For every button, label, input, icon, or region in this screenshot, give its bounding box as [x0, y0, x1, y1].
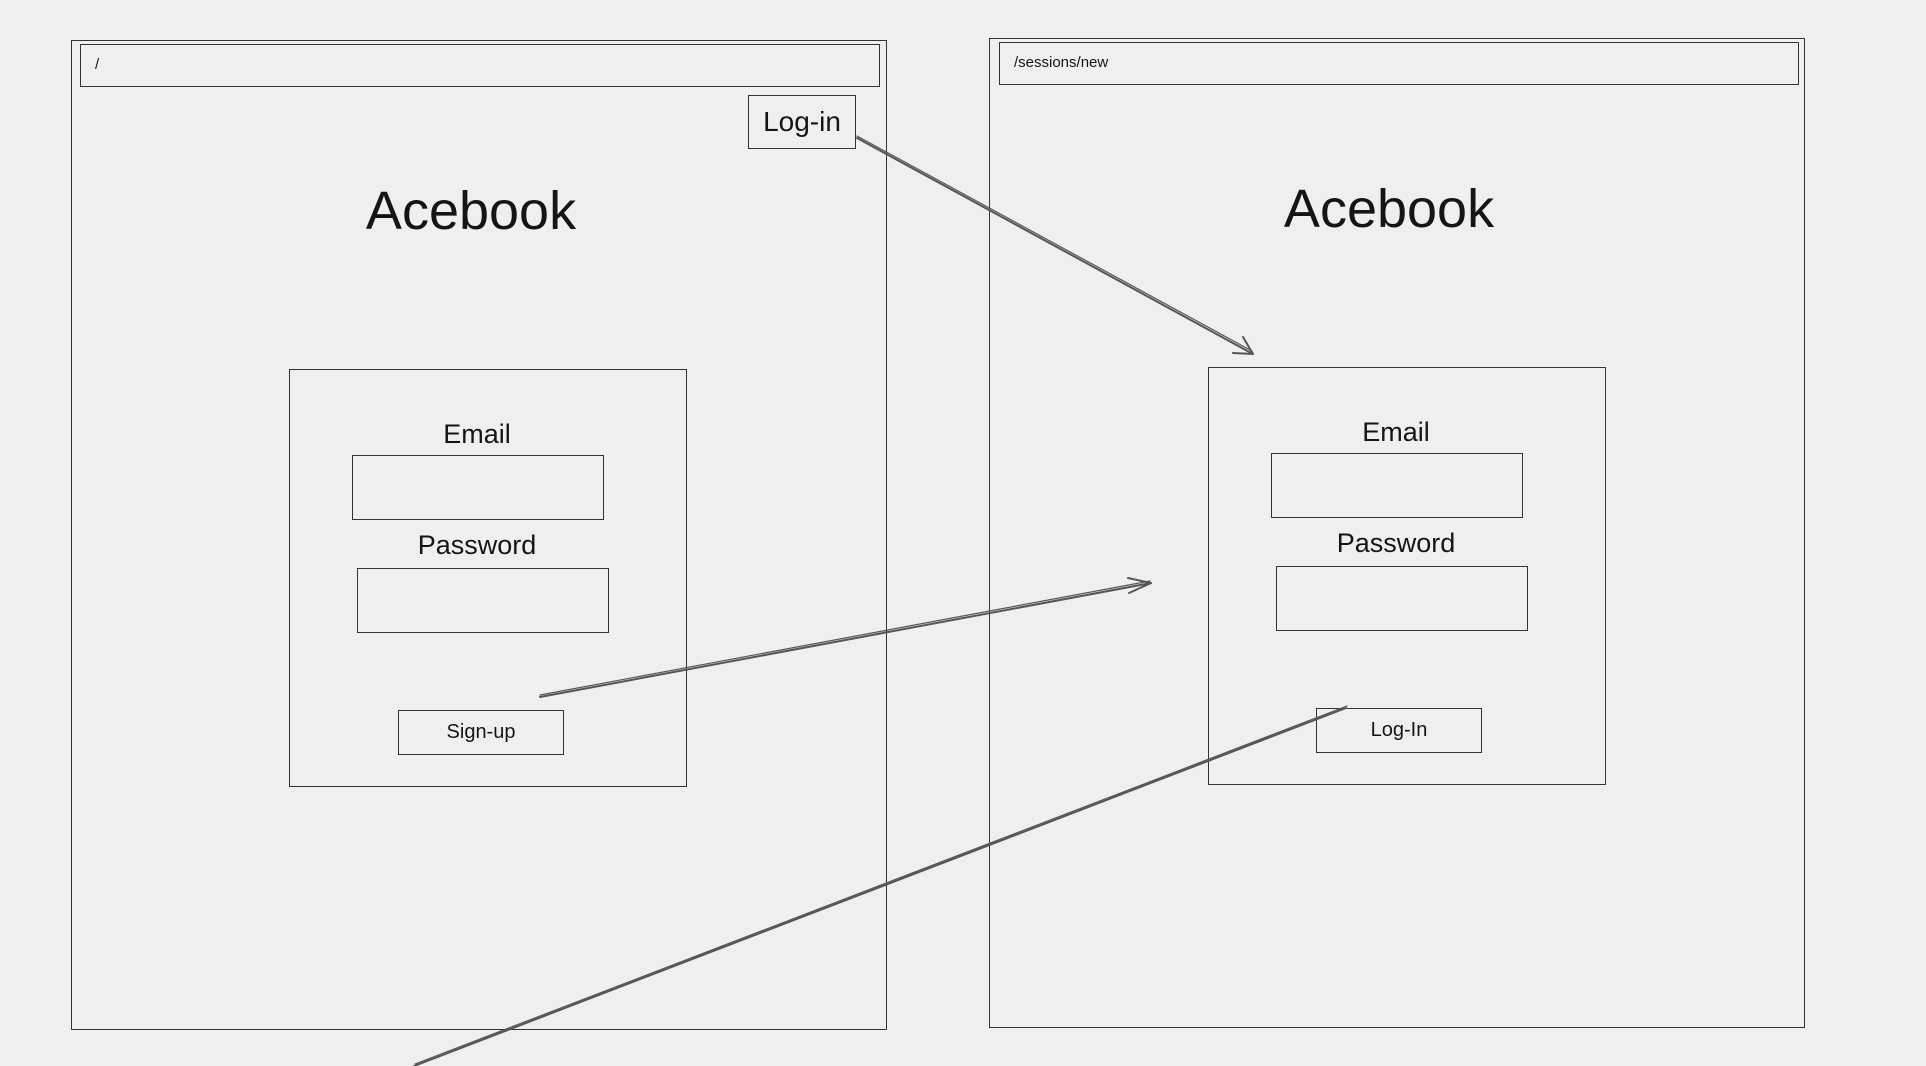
email-label: Email	[443, 419, 511, 449]
wireframe-login-screen: /sessions/new Acebook Email Password Log…	[989, 38, 1805, 1028]
email-field[interactable]	[352, 455, 604, 520]
email-label: Email	[1362, 417, 1430, 447]
page-title: Acebook	[365, 181, 577, 241]
nav-login-button[interactable]: Log-in	[748, 95, 856, 149]
password-label: Password	[417, 530, 537, 560]
url-bar[interactable]: /	[80, 44, 880, 87]
email-field[interactable]	[1271, 453, 1523, 518]
password-label: Password	[1336, 528, 1456, 558]
url-bar[interactable]: /sessions/new	[999, 42, 1799, 85]
login-form: Email Password Log-In	[1208, 367, 1606, 785]
password-field[interactable]	[1276, 566, 1528, 631]
login-button[interactable]: Log-In	[1316, 708, 1482, 753]
password-field[interactable]	[357, 568, 609, 633]
signup-button[interactable]: Sign-up	[398, 710, 564, 755]
page-title: Acebook	[1283, 179, 1495, 239]
wireframe-home-screen: / Log-in Acebook Email Password Sign-up	[71, 40, 887, 1030]
signup-form: Email Password Sign-up	[289, 369, 687, 787]
